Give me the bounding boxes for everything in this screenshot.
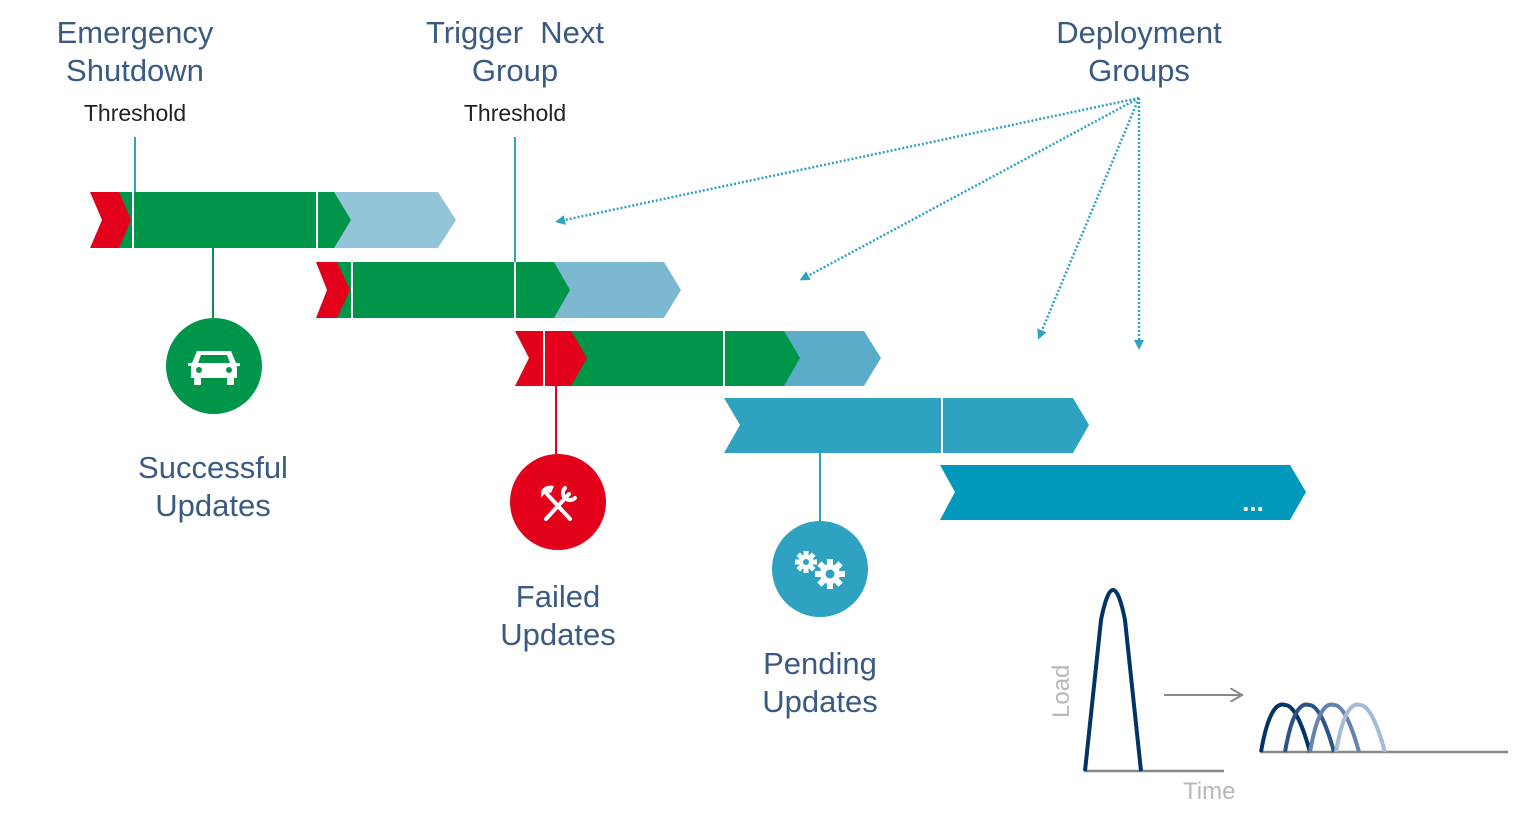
- deployment-group-1: [90, 192, 456, 248]
- arrow-to-group-2: [799, 96, 1140, 281]
- group-2-failed-segment: [316, 262, 350, 318]
- pending-label-line2: Updates: [762, 684, 877, 719]
- successful-label-line2: Updates: [155, 488, 270, 523]
- pending-updates-callout: Pending Updates: [762, 453, 878, 719]
- staggered-load-peak-3: [1308, 702, 1361, 753]
- more-groups-indicator: ...: [1242, 487, 1264, 517]
- failed-updates-callout: Failed Updates: [500, 386, 616, 652]
- trigger-next-group-title-line2: Group: [472, 53, 558, 88]
- group-2-success-segment: [334, 262, 570, 318]
- trigger-next-group-threshold-label: Threshold: [464, 100, 566, 126]
- gears-icon: [795, 551, 845, 589]
- car-icon: [188, 351, 240, 385]
- group-5-segment: [940, 465, 1306, 520]
- single-load-peak: [1083, 588, 1143, 772]
- deployment-groups-header: Deployment Groups: [1056, 15, 1222, 88]
- failed-icon-circle: [510, 454, 606, 550]
- arrow-to-group-3: [1037, 97, 1141, 340]
- failed-label-line1: Failed: [516, 579, 600, 614]
- deployment-group-3: [515, 331, 881, 386]
- pending-icon-circle: [772, 521, 868, 617]
- group-1-success-segment: [110, 192, 351, 248]
- group-4-pending-segment: [724, 398, 1089, 453]
- time-axis-label: Time: [1183, 778, 1235, 805]
- group-1-remaining-segment: [316, 192, 456, 248]
- deployment-group-5: ...: [940, 465, 1306, 520]
- group-3-failed-segment: [515, 331, 587, 386]
- deployment-group-4: [724, 398, 1089, 453]
- trigger-next-group-header: Trigger Next Group Threshold: [426, 15, 604, 126]
- trigger-next-group-title-line1: Trigger Next: [426, 15, 604, 50]
- staggered-load-peak-4: [1334, 702, 1387, 753]
- staggered-load-peak-2: [1283, 702, 1336, 753]
- emergency-shutdown-title-line2: Shutdown: [66, 53, 204, 88]
- staggered-load-peak-1: [1259, 702, 1312, 753]
- pending-label-line1: Pending: [763, 646, 877, 681]
- group-1-failed-segment: [90, 192, 131, 248]
- group-3-remaining-segment: [780, 331, 881, 386]
- hammer-wrench-icon: [541, 485, 577, 521]
- successful-label-line1: Successful: [138, 450, 288, 485]
- deployment-group-arrows: [555, 96, 1144, 350]
- load-axis-label: Load: [1048, 665, 1075, 718]
- emergency-shutdown-header: Emergency Shutdown Threshold: [57, 15, 214, 126]
- arrow-to-group-1: [555, 96, 1140, 225]
- failed-label-line2: Updates: [500, 617, 615, 652]
- deployment-group-2: [316, 262, 681, 318]
- load-time-illustration: Load Time: [1048, 588, 1508, 805]
- deployment-groups-title-line2: Groups: [1088, 53, 1190, 88]
- deployment-groups-title-line1: Deployment: [1056, 15, 1222, 50]
- successful-updates-callout: Successful Updates: [138, 248, 288, 523]
- group-3-success-segment: [560, 331, 800, 386]
- group-2-remaining-segment: [550, 262, 681, 318]
- emergency-shutdown-threshold-label: Threshold: [84, 100, 186, 126]
- emergency-shutdown-title-line1: Emergency: [57, 15, 214, 50]
